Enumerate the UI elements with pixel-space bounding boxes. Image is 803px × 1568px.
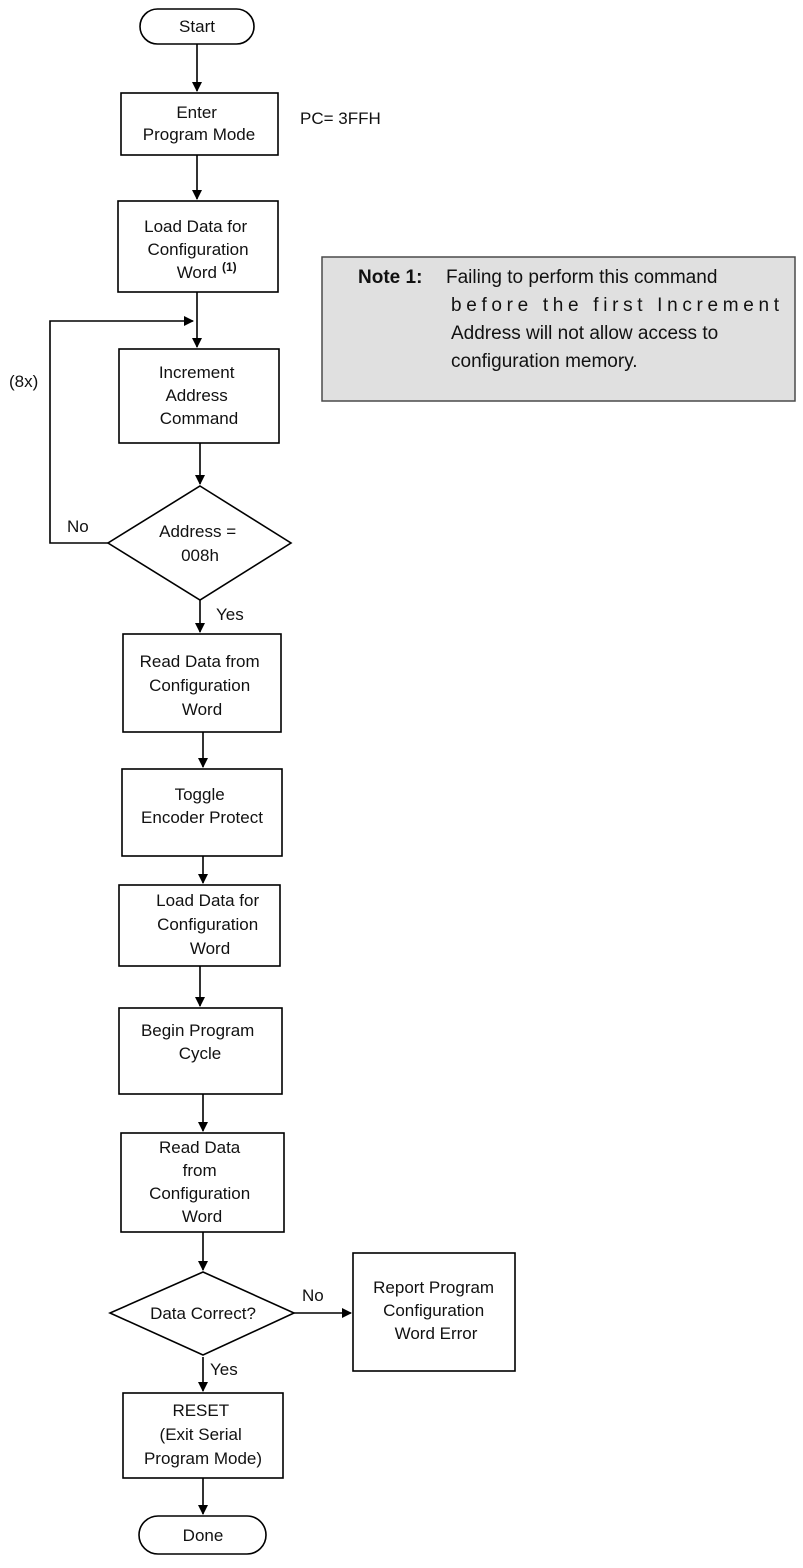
load-data-2-line-2: Configuration	[157, 915, 258, 934]
address-no-label: No	[67, 517, 89, 536]
report-error-line-2: Configuration	[383, 1301, 484, 1320]
data-yes-label: Yes	[210, 1360, 238, 1379]
enter-program-mode-box: Enter Program Mode	[120, 92, 279, 156]
begin-program-line-1: Begin Program	[141, 1021, 254, 1040]
enter-program-mode-line-2: Program Mode	[143, 125, 255, 144]
pc-annotation: PC= 3FFH	[300, 109, 381, 128]
svg-text:Report Program Configura: Report Program Configuration Word Error	[373, 1278, 499, 1343]
svg-text:Toggle Encoder Protect: Toggle Encoder Protect	[141, 785, 263, 827]
start-label: Start	[179, 17, 215, 36]
read-data-2-line-3: Configuration	[149, 1184, 250, 1203]
note-panel: Note 1: Failing to perform this command …	[321, 256, 796, 402]
report-error-line-1: Report Program	[373, 1278, 494, 1297]
svg-text:RESET (Exit Serial: RESET (Exit Serial Program Mode)	[144, 1401, 262, 1468]
done-label: Done	[183, 1526, 224, 1545]
address-decision-line-2: 008h	[181, 546, 219, 565]
load-data-box-1: Load Data for Configuration Word (1)	[117, 200, 279, 293]
read-data-2-line-2: from	[183, 1161, 217, 1180]
svg-text:Begin Program Cycle: Begin Program Cycle	[141, 1021, 259, 1063]
reset-box: RESET (Exit Serial Program Mode)	[122, 1392, 284, 1479]
toggle-encoder-line-2: Encoder Protect	[141, 808, 263, 827]
toggle-encoder-line-1: Toggle	[175, 785, 225, 804]
increment-address-line-3: Command	[160, 409, 238, 428]
svg-text:Load Data for Configurat: Load Data for Configuration	[144, 217, 252, 259]
increment-address-box: Increment Address Command	[118, 348, 280, 444]
svg-text:Load Data for Configurat: Load Data for Configuration Word	[156, 891, 264, 958]
note-heading: Note 1:	[358, 267, 422, 288]
svg-text:Read Data from Con: Read Data from Configuration Word	[149, 1138, 255, 1226]
data-correct-decision-diamond: Data Correct?	[108, 1271, 296, 1356]
loop-count-label: (8x)	[9, 372, 38, 391]
address-yes-label: Yes	[216, 605, 244, 624]
svg-text:Increment Address: Increment Address Command	[159, 363, 239, 428]
read-data-2-line-4: Word	[182, 1207, 222, 1226]
start-terminal: Start	[139, 8, 255, 45]
toggle-encoder-box: Toggle Encoder Protect	[121, 768, 283, 857]
svg-text:Read Data from Configura: Read Data from Configuration Word	[140, 652, 265, 719]
report-error-box: Report Program Configuration Word Error	[352, 1252, 516, 1372]
read-data-1-line-1: Read Data from	[140, 652, 260, 671]
svg-text:Address = 008h: Address = 008h	[159, 522, 241, 565]
read-data-box-2: Read Data from Configuration Word	[120, 1132, 285, 1233]
reset-line-2: (Exit Serial	[160, 1425, 242, 1444]
begin-program-box: Begin Program Cycle	[118, 1007, 283, 1095]
svg-text:Enter Program Mode: Enter Program Mode	[143, 103, 255, 144]
note-line-3: Address will not allow access to	[451, 323, 718, 344]
enter-program-mode-line-1: Enter	[176, 103, 217, 122]
address-decision-diamond: Address = 008h	[106, 485, 293, 601]
read-data-1-line-2: Configuration	[149, 676, 250, 695]
load-data-2-line-3: Word	[190, 939, 230, 958]
note-line-2: before the first Increment	[451, 295, 780, 316]
connectors	[49, 44, 352, 1515]
read-data-2-line-1: Read Data	[159, 1138, 241, 1157]
data-no-label: No	[302, 1286, 324, 1305]
load-data-1-line-3: Word	[177, 263, 217, 282]
reset-line-3: Program Mode)	[144, 1449, 262, 1468]
load-data-1-line-1: Load Data for	[144, 217, 247, 236]
done-terminal: Done	[138, 1515, 267, 1555]
load-data-1-line-2: Configuration	[147, 240, 248, 259]
load-data-2-line-1: Load Data for	[156, 891, 259, 910]
address-decision-line-1: Address =	[159, 522, 236, 541]
reset-line-1: RESET	[172, 1401, 228, 1420]
increment-address-line-2: Address	[165, 386, 227, 405]
read-data-box-1: Read Data from Configuration Word	[122, 633, 282, 733]
read-data-1-line-3: Word	[182, 700, 222, 719]
note-line-1: Failing to perform this command	[446, 267, 717, 288]
increment-address-line-1: Increment	[159, 363, 235, 382]
load-data-box-2: Load Data for Configuration Word	[118, 884, 281, 967]
begin-program-line-2: Cycle	[179, 1044, 222, 1063]
footnote-marker: (1)	[222, 260, 237, 274]
loop-back-line	[49, 316, 194, 544]
note-line-4: configuration memory.	[451, 351, 638, 372]
report-error-line-3: Word Error	[395, 1324, 478, 1343]
data-decision-label: Data Correct?	[150, 1304, 256, 1323]
